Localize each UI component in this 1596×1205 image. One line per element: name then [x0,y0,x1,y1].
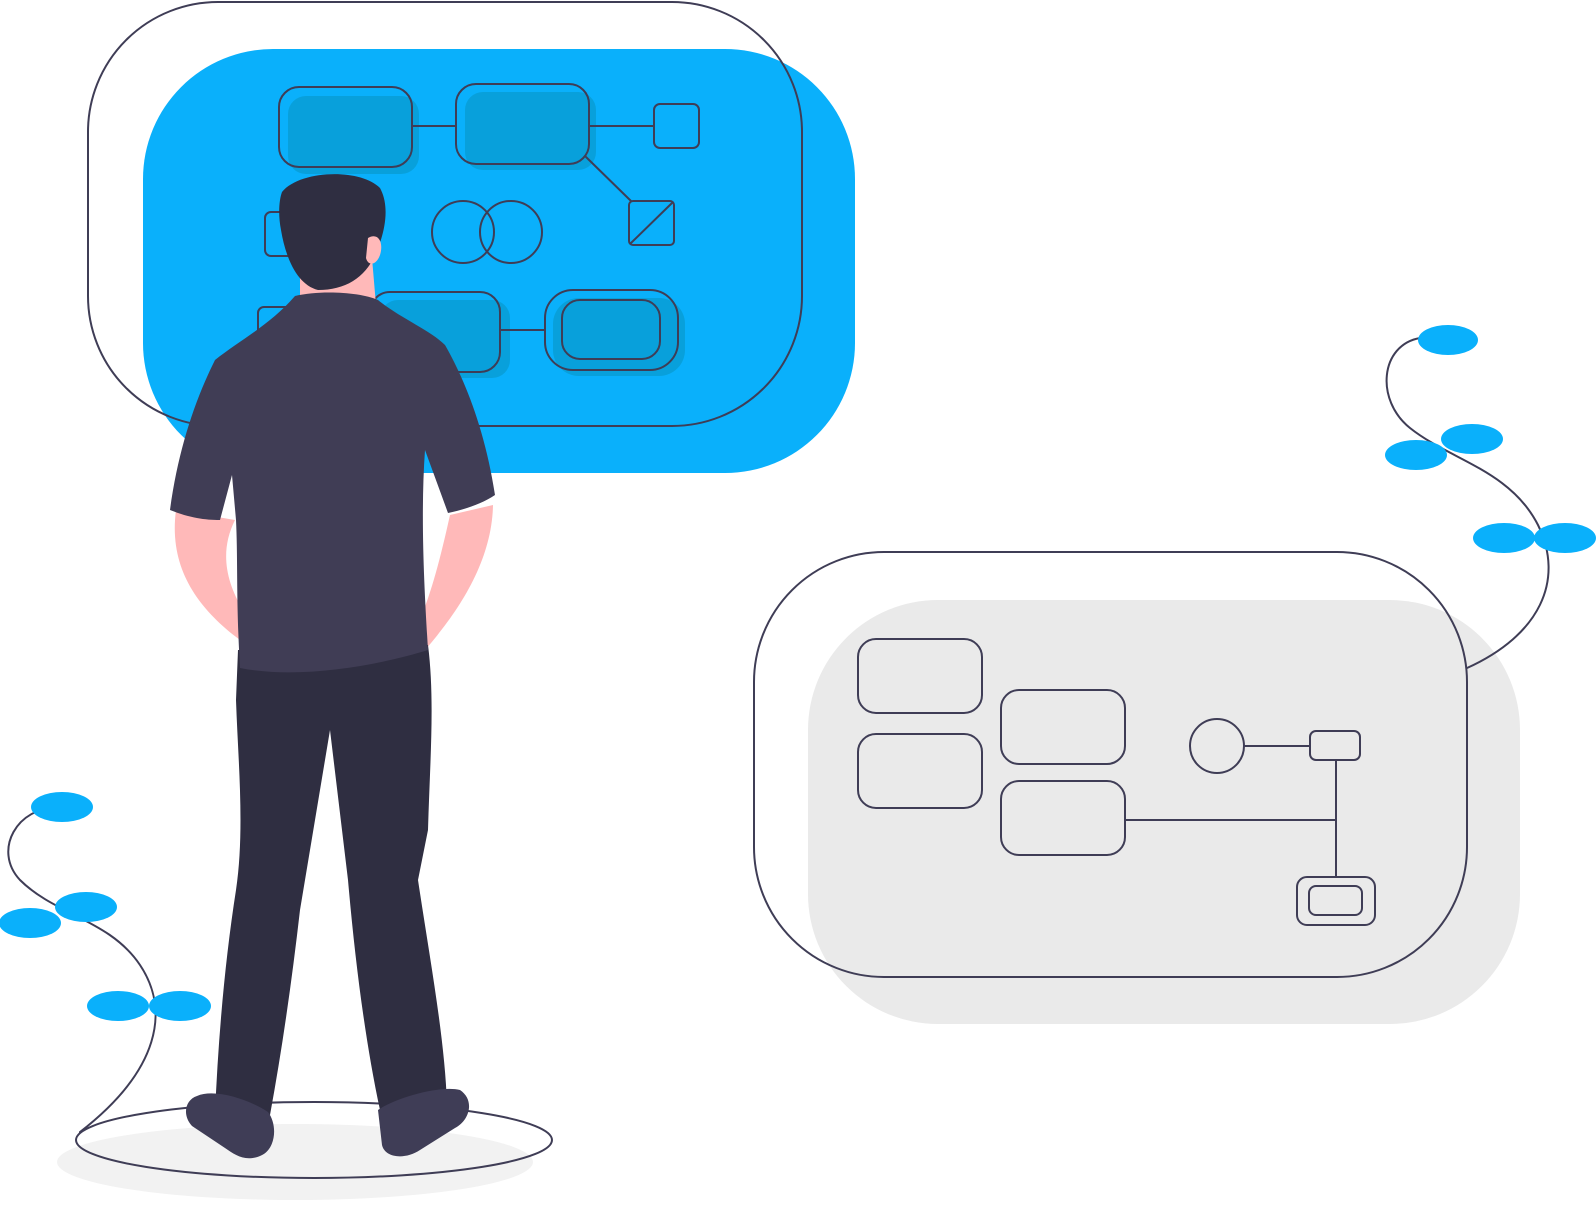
floor [57,1101,553,1200]
gray-end-node-inner [1308,885,1363,916]
gray-diagram-board [753,551,1520,1024]
blue-node-shadow [288,96,419,174]
gray-node-4 [1000,780,1126,856]
leaf-icon [87,991,149,1021]
blue-decision-node [628,200,675,246]
blue-circle-node [479,200,543,264]
blue-node-shadow [553,298,685,376]
leaf-icon [55,892,117,922]
trousers [215,645,447,1115]
leaf-icon [1441,424,1503,454]
gray-board-outline [753,551,1468,978]
left-plant-vine [7,806,157,1133]
ear [366,236,382,264]
head [279,174,386,290]
blue-node-shadow [465,92,596,170]
floor-outline [75,1101,553,1179]
leaf-icon [31,792,93,822]
shirt [170,292,495,673]
blue-node-4-outer [544,289,679,371]
leaf-icon [149,991,211,1021]
gray-node-2 [857,733,983,809]
gray-node-1 [857,638,983,714]
right-plant-vine [1385,337,1550,669]
gray-board-panel [808,600,1520,1024]
blue-small-node [653,103,700,149]
left-plant [0,792,211,1133]
left-arm [174,510,243,640]
right-arm [420,505,493,650]
left-shoe [185,1093,275,1159]
leaf-icon [0,908,61,938]
right-shoe [378,1088,470,1157]
right-plant [1385,325,1596,669]
floor-shadow [57,1124,533,1200]
person-figure [170,174,495,1159]
blue-decision-diagonal [630,202,673,244]
blue-connector [585,156,632,202]
blue-circle-node [431,200,495,264]
blue-node-4-inner [561,299,661,360]
blue-node-2 [455,83,590,165]
gray-end-node-outer [1296,876,1376,926]
leaf-icon [1473,523,1535,553]
leaf-icon [1385,440,1447,470]
leaf-icon [1534,523,1596,553]
gray-node-3 [1000,689,1126,765]
leaf-icon [1418,325,1478,355]
